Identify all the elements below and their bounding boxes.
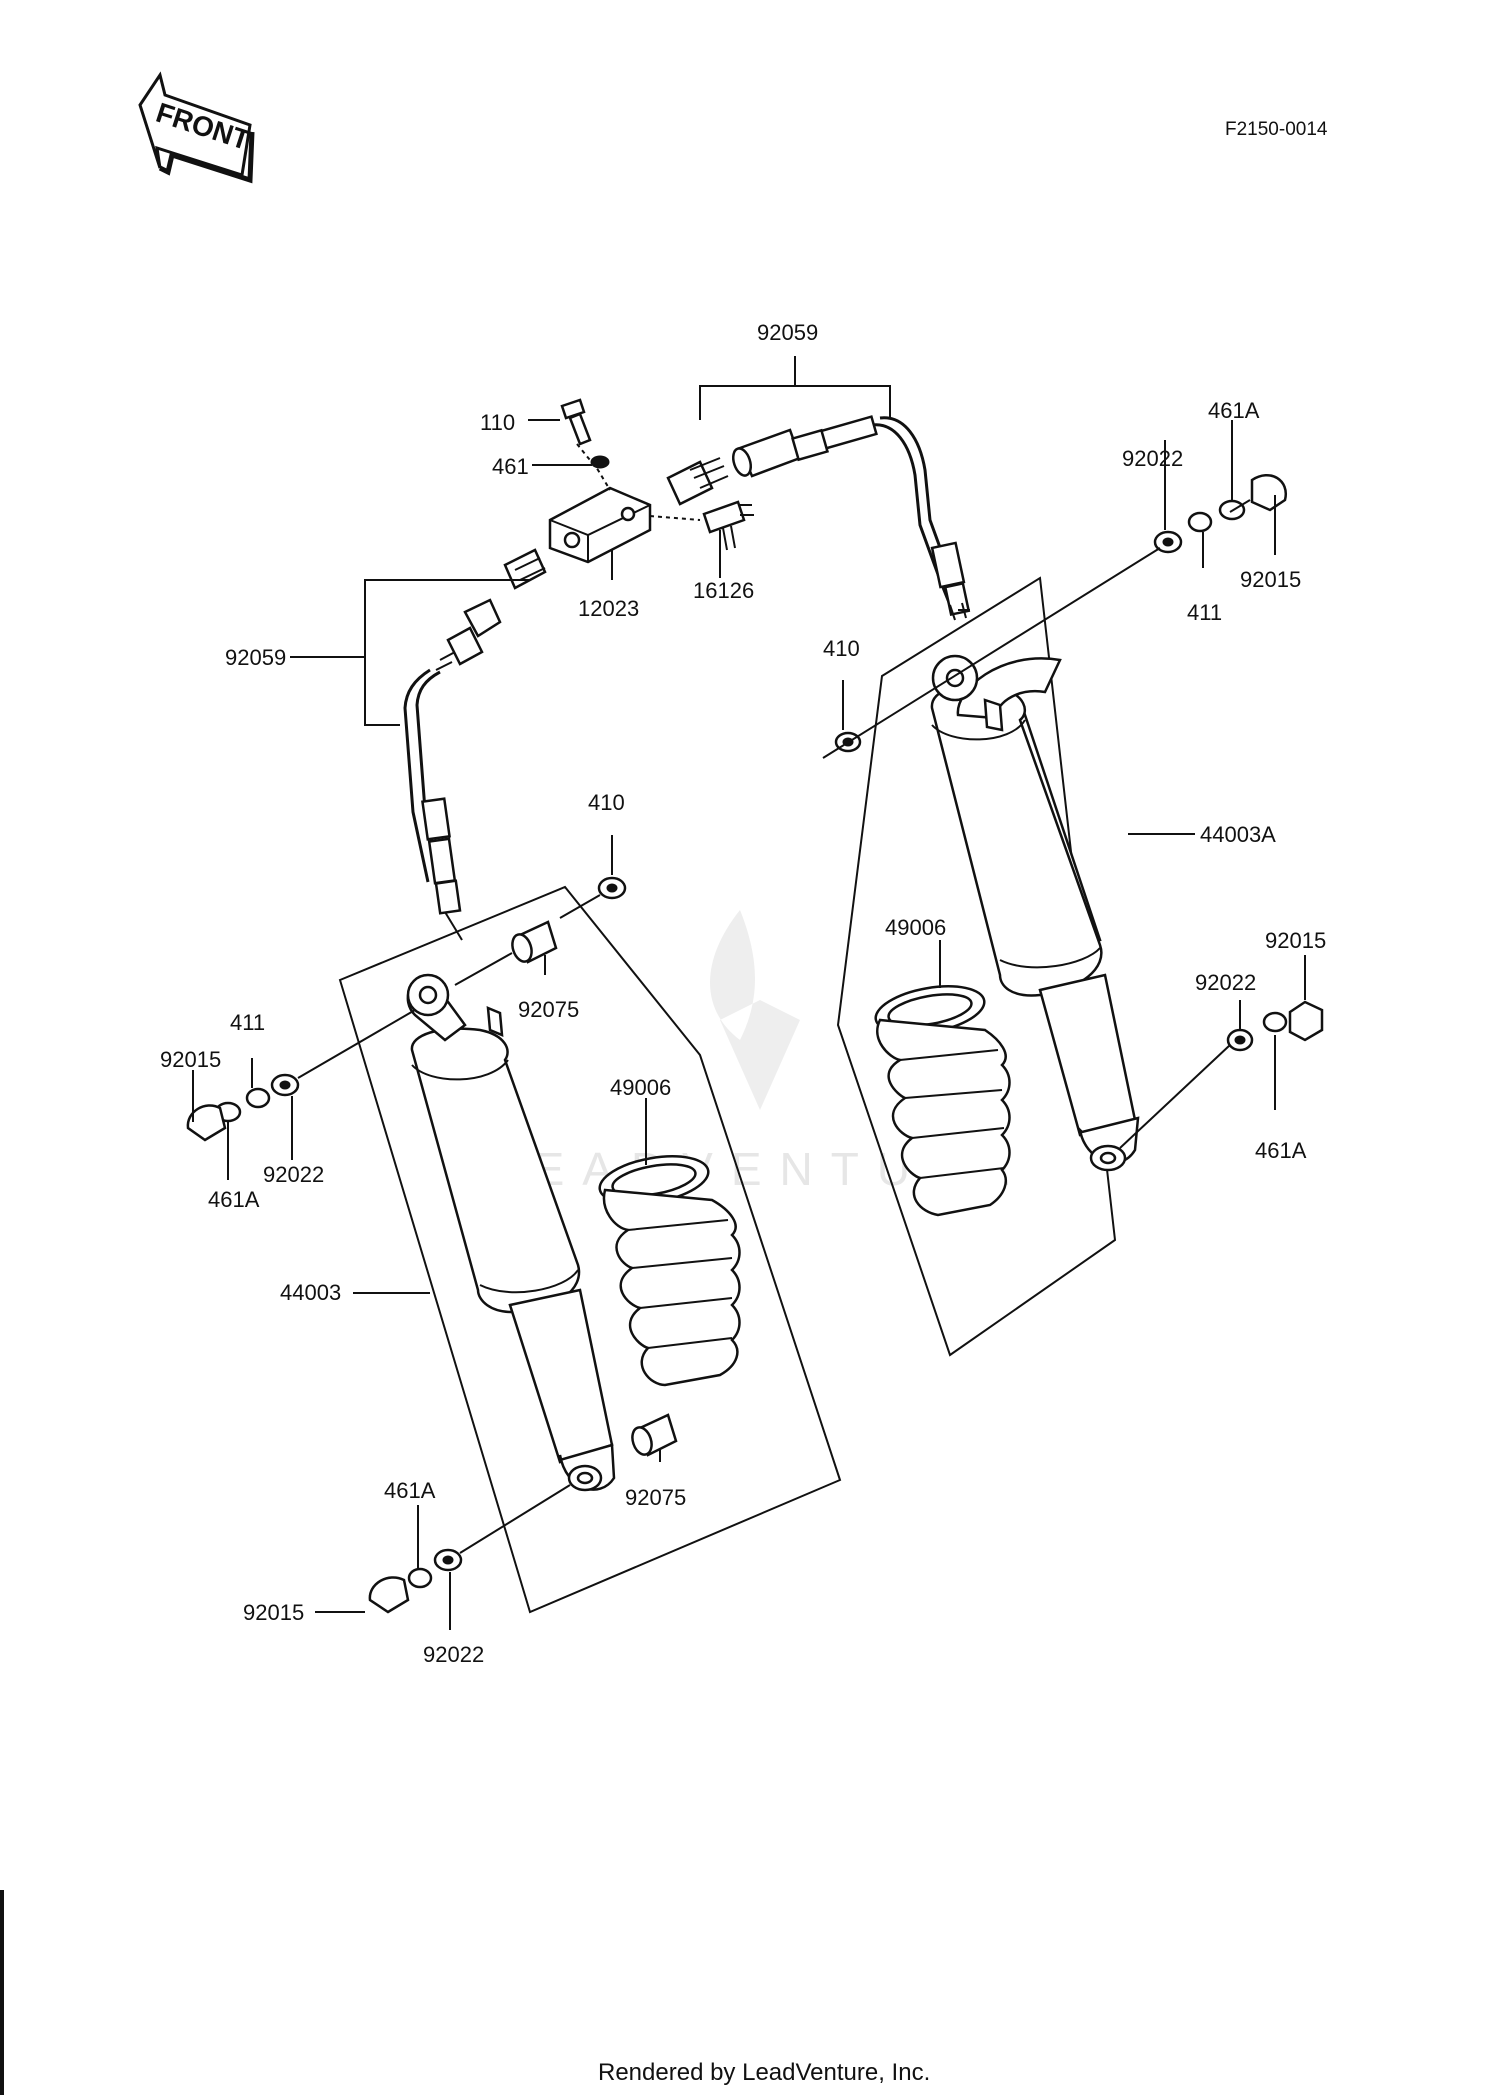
callout-411-l[interactable]: 411 (230, 1010, 265, 1035)
callout-461A-l-top[interactable]: 461A (208, 1187, 260, 1212)
front-arrow-icon: FRONT (138, 71, 255, 184)
callout-92022-r-bot[interactable]: 92022 (1195, 970, 1256, 995)
left-group-outline (338, 885, 842, 1614)
callout-92075-l-top[interactable]: 92075 (518, 997, 579, 1022)
callout-44003A[interactable]: 44003A (1200, 822, 1276, 847)
callout-110[interactable]: 110 (480, 410, 515, 435)
callout-92022-l-top[interactable]: 92022 (263, 1162, 324, 1187)
bracket-92059-left (290, 579, 530, 726)
callout-92015-l-bot[interactable]: 92015 (243, 1600, 304, 1625)
bracket-92059-top (699, 356, 891, 420)
callout-92015-r-bot[interactable]: 92015 (1265, 928, 1326, 953)
hose-assembly (403, 398, 971, 941)
footer-credit: Rendered by LeadVenture, Inc. (598, 2059, 930, 2086)
callout-12023[interactable]: 12023 (578, 596, 639, 621)
callout-49006-r[interactable]: 49006 (885, 915, 946, 940)
callout-44003[interactable]: 44003 (280, 1280, 341, 1305)
callout-411-r-top[interactable]: 411 (1187, 600, 1222, 625)
scan-edge-mark (0, 1890, 4, 2095)
callout-92022-l-bot[interactable]: 92022 (423, 1642, 484, 1667)
callout-92015-l-top[interactable]: 92015 (160, 1047, 221, 1072)
callout-49006-l[interactable]: 49006 (610, 1075, 671, 1100)
callout-410-l[interactable]: 410 (588, 790, 625, 815)
callout-92075-l-bot[interactable]: 92075 (625, 1485, 686, 1510)
callout-461A-r-bot[interactable]: 461A (1255, 1138, 1307, 1163)
callout-461A-r-top[interactable]: 461A (1208, 398, 1260, 423)
callout-16126[interactable]: 16126 (693, 578, 754, 603)
leader-lines (192, 419, 1306, 1630)
callout-461A-l-bot[interactable]: 461A (384, 1478, 436, 1503)
diagram-code: F2150-0014 (1225, 119, 1328, 140)
callout-92059-left[interactable]: 92059 (225, 645, 286, 670)
callout-461[interactable]: 461 (492, 454, 529, 479)
right-shock-group (822, 474, 1324, 1357)
callout-92022-r-top[interactable]: 92022 (1122, 446, 1183, 471)
watermark-flame-icon (710, 910, 800, 1110)
callout-labels: 92059 110 461 12023 16126 92059 461A 920… (160, 320, 1326, 1667)
callout-92015-r-top[interactable]: 92015 (1240, 567, 1301, 592)
callout-410-r[interactable]: 410 (823, 636, 860, 661)
left-shock-group (186, 876, 842, 1614)
callout-92059-top[interactable]: 92059 (757, 320, 818, 345)
